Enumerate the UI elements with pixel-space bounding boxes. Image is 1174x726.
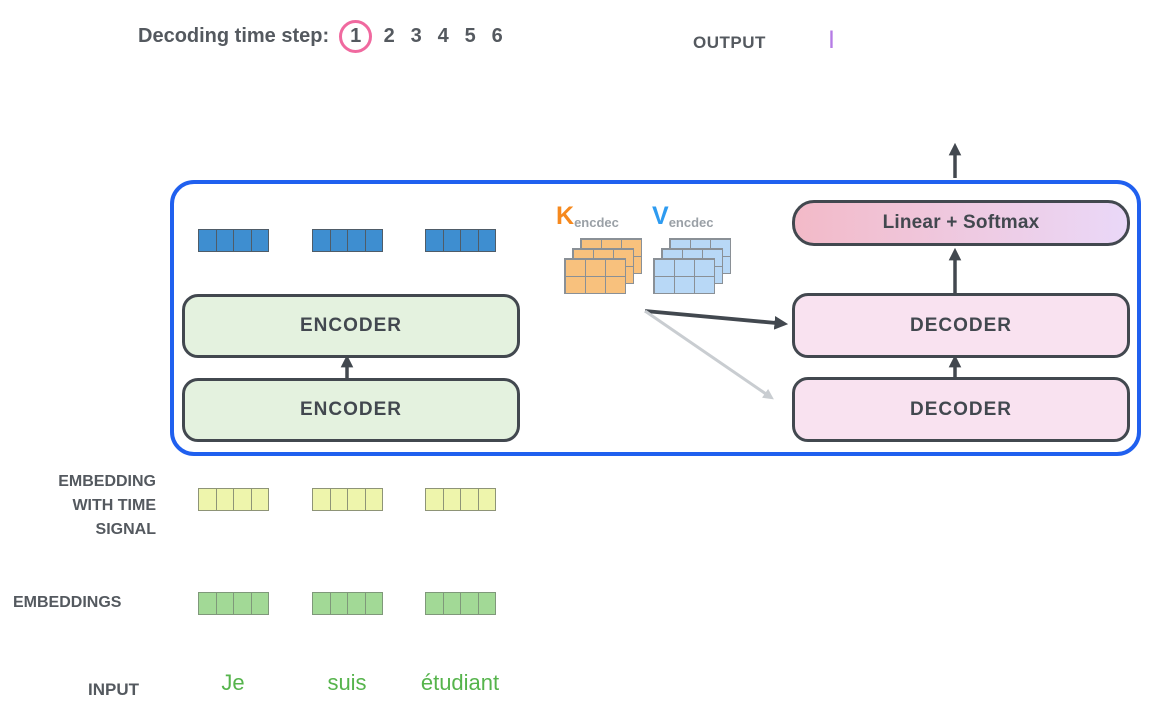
vector-cell <box>347 489 365 510</box>
step-6: 6 <box>491 25 503 47</box>
vector-cell <box>442 489 461 510</box>
embedding-vector-1 <box>198 592 269 615</box>
vector-cell <box>426 593 443 614</box>
input-label: INPUT <box>88 680 139 699</box>
v-matrix-layer-front <box>653 258 715 294</box>
time-signal-vector-1 <box>198 488 269 511</box>
vector-cell <box>233 489 251 510</box>
step-5: 5 <box>464 25 476 47</box>
step-2: 2 <box>383 25 395 47</box>
vector-cell <box>329 230 348 251</box>
vector-cell <box>199 230 216 251</box>
embedding-time-line-3: SIGNAL <box>95 521 156 538</box>
vector-cell <box>215 593 234 614</box>
vector-cell <box>250 230 269 251</box>
vector-cell <box>426 489 443 510</box>
vector-cell <box>215 230 234 251</box>
vector-cell <box>477 489 496 510</box>
vector-cell <box>693 275 715 294</box>
vector-cell <box>364 593 383 614</box>
input-word-etudiant: étudiant <box>420 670 500 695</box>
vector-cell <box>329 593 348 614</box>
vector-cell <box>604 275 626 294</box>
embedding-vector-2 <box>312 592 383 615</box>
vector-cell <box>199 489 216 510</box>
vector-cell <box>564 258 586 277</box>
vector-cell <box>584 258 606 277</box>
embeddings-label: EMBEDDINGS <box>13 594 122 611</box>
vector-cell <box>460 489 478 510</box>
step-3: 3 <box>410 25 422 47</box>
decoding-time-step-label: Decoding time step: <box>138 25 330 47</box>
vector-cell <box>477 230 496 251</box>
vector-cell <box>313 489 330 510</box>
vector-cell <box>347 593 365 614</box>
vector-cell <box>313 230 330 251</box>
encoder-output-vector-1 <box>198 229 269 252</box>
vector-cell <box>233 593 251 614</box>
vector-cell <box>364 489 383 510</box>
input-word-je: Je <box>221 670 245 695</box>
step-4: 4 <box>437 25 449 47</box>
step-1-active-circled: 1 <box>339 20 373 53</box>
vector-cell <box>477 593 496 614</box>
k-subscript: encdec <box>574 215 619 230</box>
vector-cell <box>347 230 365 251</box>
vector-cell <box>313 593 330 614</box>
vector-cell <box>364 230 383 251</box>
time-signal-vector-3 <box>425 488 496 511</box>
vector-cell <box>233 230 251 251</box>
embedding-vector-3 <box>425 592 496 615</box>
vector-cell <box>329 489 348 510</box>
vector-cell <box>199 593 216 614</box>
vector-cell <box>250 489 269 510</box>
embedding-time-line-2: WITH TIME <box>72 497 156 514</box>
model-frame <box>170 180 1141 456</box>
k-encdec-label: Kencdec <box>556 202 619 231</box>
k-matrix-stack <box>564 238 642 296</box>
encoder-box-bottom: ENCODER <box>182 378 520 442</box>
vector-cell <box>442 230 461 251</box>
time-signal-vector-2 <box>312 488 383 511</box>
vector-cell <box>460 230 478 251</box>
k-matrix-layer-front <box>564 258 626 294</box>
vector-cell <box>426 230 443 251</box>
vector-cell <box>442 593 461 614</box>
vector-cell <box>460 593 478 614</box>
embedding-with-time-signal-label: EMBEDDING WITH TIME SIGNAL <box>18 470 156 542</box>
decoder-box-bottom: DECODER <box>792 377 1130 442</box>
vector-cell <box>673 275 695 294</box>
encoder-output-vector-2 <box>312 229 383 252</box>
v-subscript: encdec <box>668 215 714 230</box>
vector-cell <box>653 275 675 294</box>
vector-cell <box>250 593 269 614</box>
input-word-suis: suis <box>327 670 367 695</box>
encoder-output-vector-3 <box>425 229 496 252</box>
v-letter: V <box>652 202 669 230</box>
encoder-box-top: ENCODER <box>182 294 520 358</box>
vector-cell <box>215 489 234 510</box>
embedding-time-line-1: EMBEDDING <box>58 473 156 490</box>
v-encdec-label: Vencdec <box>652 202 714 231</box>
v-matrix-stack <box>653 238 731 296</box>
vector-cell <box>584 275 606 294</box>
k-letter: K <box>556 202 575 230</box>
decoding-steps: 1 2 3 4 5 6 <box>339 20 505 53</box>
vector-cell <box>604 258 626 277</box>
linear-softmax-box: Linear + Softmax <box>792 200 1130 246</box>
decoding-time-step-header: Decoding time step: 1 2 3 4 5 6 <box>138 20 505 53</box>
vector-cell <box>653 258 675 277</box>
decoder-box-top: DECODER <box>792 293 1130 358</box>
vector-cell <box>564 275 586 294</box>
vector-cell <box>693 258 715 277</box>
vector-cell <box>673 258 695 277</box>
output-label: OUTPUT <box>693 33 766 52</box>
output-value: I <box>828 26 835 54</box>
